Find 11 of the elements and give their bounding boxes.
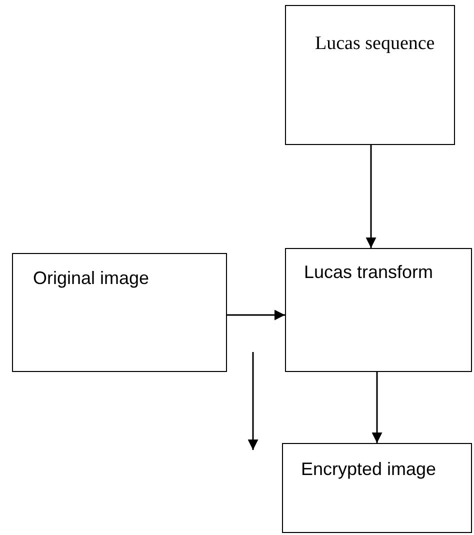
arrow xyxy=(227,310,285,320)
process-box xyxy=(282,443,472,533)
arrow xyxy=(372,372,382,443)
box-label: Lucas transform xyxy=(304,261,434,284)
box-label: Lucas sequence xyxy=(315,32,436,56)
box-label: Encrypted image xyxy=(301,458,438,480)
process-box xyxy=(285,248,472,372)
process-box xyxy=(12,253,227,372)
box-label: Original image xyxy=(33,267,150,290)
arrow xyxy=(366,145,376,248)
process-box xyxy=(285,5,455,145)
